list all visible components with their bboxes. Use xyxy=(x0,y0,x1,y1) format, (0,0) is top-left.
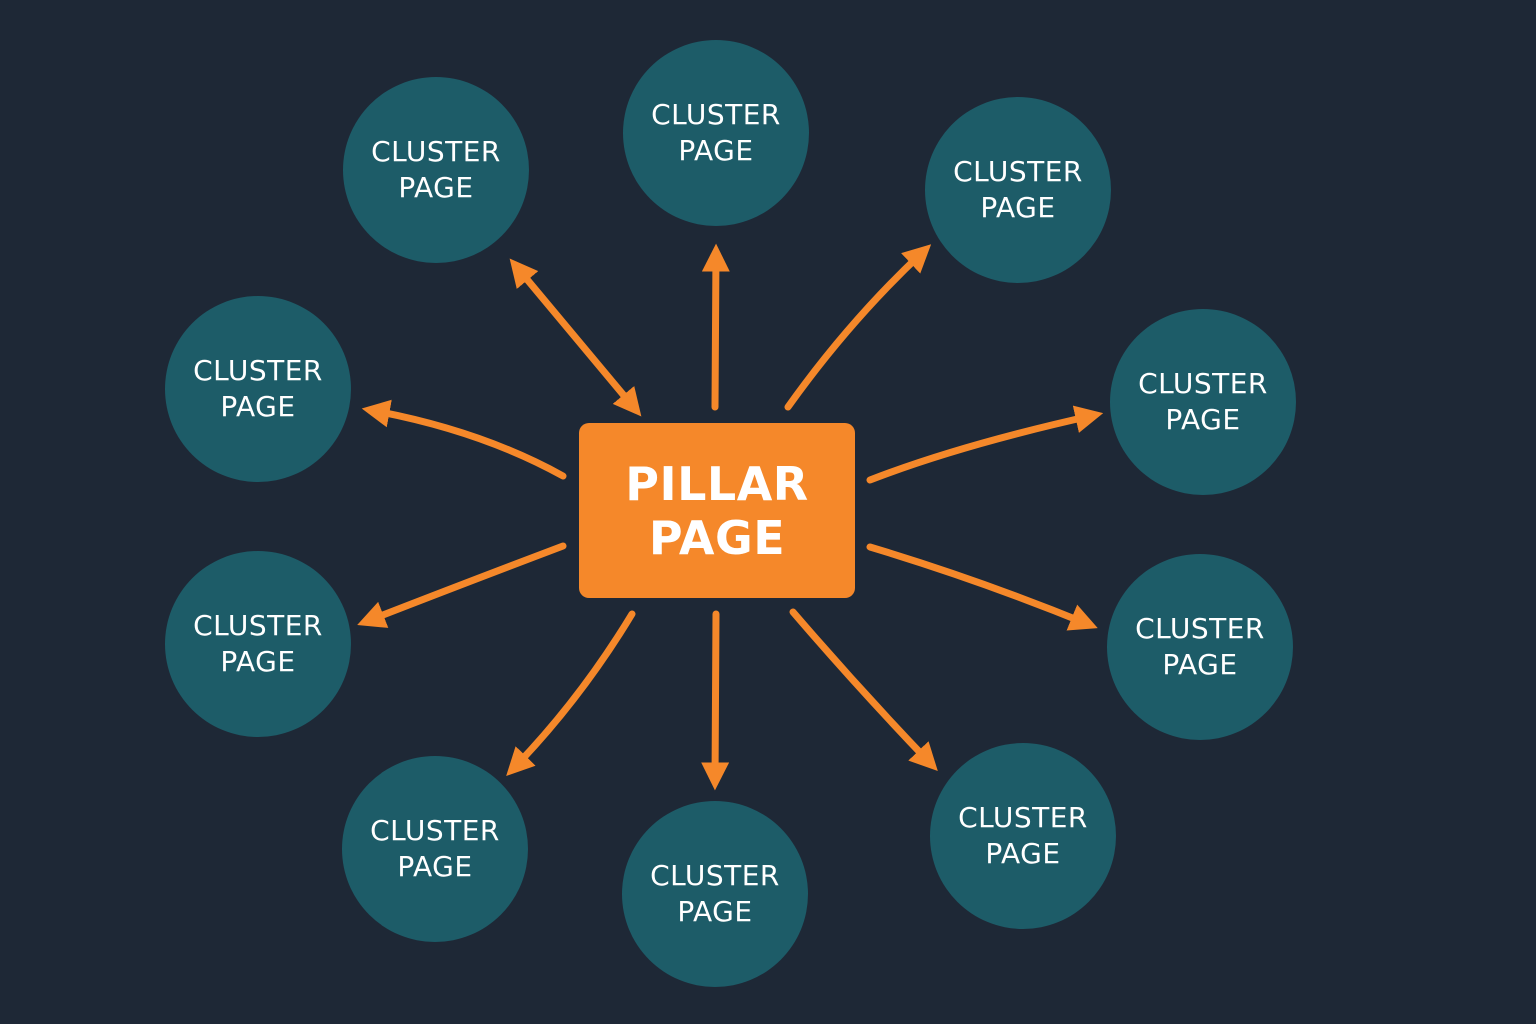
cluster-label-line2: PAGE xyxy=(985,837,1061,870)
pillar-label-line1: PILLAR xyxy=(625,456,809,511)
cluster-label-line1: CLUSTER xyxy=(370,814,500,847)
arrow-to-cluster-top-right xyxy=(784,244,932,411)
cluster-page-right-upper: CLUSTER PAGE xyxy=(1110,309,1296,495)
cluster-label-line1: CLUSTER xyxy=(953,155,1083,188)
cluster-label-line1: CLUSTER xyxy=(958,801,1088,834)
cluster-page-top: CLUSTER PAGE xyxy=(623,40,809,226)
cluster-page-bottom-left: CLUSTER PAGE xyxy=(342,756,528,942)
arrow-to-cluster-right-lower xyxy=(866,543,1098,631)
cluster-page-right-lower: CLUSTER PAGE xyxy=(1107,554,1293,740)
cluster-label-line1: CLUSTER xyxy=(1135,612,1265,645)
cluster-label-line2: PAGE xyxy=(397,850,473,883)
arrow-to-cluster-bottom xyxy=(701,610,730,791)
cluster-page-top-right: CLUSTER PAGE xyxy=(925,97,1111,283)
cluster-label-line2: PAGE xyxy=(220,390,296,423)
arrow-to-cluster-top xyxy=(701,243,730,411)
cluster-label-line2: PAGE xyxy=(980,191,1056,224)
cluster-label-line2: PAGE xyxy=(1162,648,1238,681)
cluster-page-bottom-right: CLUSTER PAGE xyxy=(930,743,1116,929)
arrow-to-cluster-left-upper xyxy=(361,399,567,480)
arrow-to-cluster-right-upper xyxy=(866,405,1104,484)
cluster-label-line1: CLUSTER xyxy=(651,98,781,131)
cluster-label-line2: PAGE xyxy=(220,645,296,678)
cluster-label-line1: CLUSTER xyxy=(650,859,780,892)
arrow-to-cluster-left-lower xyxy=(357,542,567,628)
pillar-label-line2: PAGE xyxy=(648,510,786,565)
arrow-to-cluster-bottom-left xyxy=(506,610,636,777)
cluster-page-bottom: CLUSTER PAGE xyxy=(622,801,808,987)
cluster-label-line1: CLUSTER xyxy=(193,354,323,387)
cluster-label-line2: PAGE xyxy=(678,134,754,167)
cluster-label-line1: CLUSTER xyxy=(193,609,323,642)
pillar-page-box: PILLAR PAGE xyxy=(579,423,855,598)
arrow-to-cluster-top-left xyxy=(509,258,642,417)
cluster-page-left-upper: CLUSTER PAGE xyxy=(165,296,351,482)
cluster-label-line2: PAGE xyxy=(398,171,474,204)
cluster-label-line1: CLUSTER xyxy=(371,135,501,168)
cluster-label-line1: CLUSTER xyxy=(1138,367,1268,400)
cluster-page-top-left: CLUSTER PAGE xyxy=(343,77,529,263)
cluster-label-line2: PAGE xyxy=(677,895,753,928)
arrow-to-cluster-bottom-right xyxy=(789,608,938,772)
cluster-page-left-lower: CLUSTER PAGE xyxy=(165,551,351,737)
cluster-label-line2: PAGE xyxy=(1165,403,1241,436)
